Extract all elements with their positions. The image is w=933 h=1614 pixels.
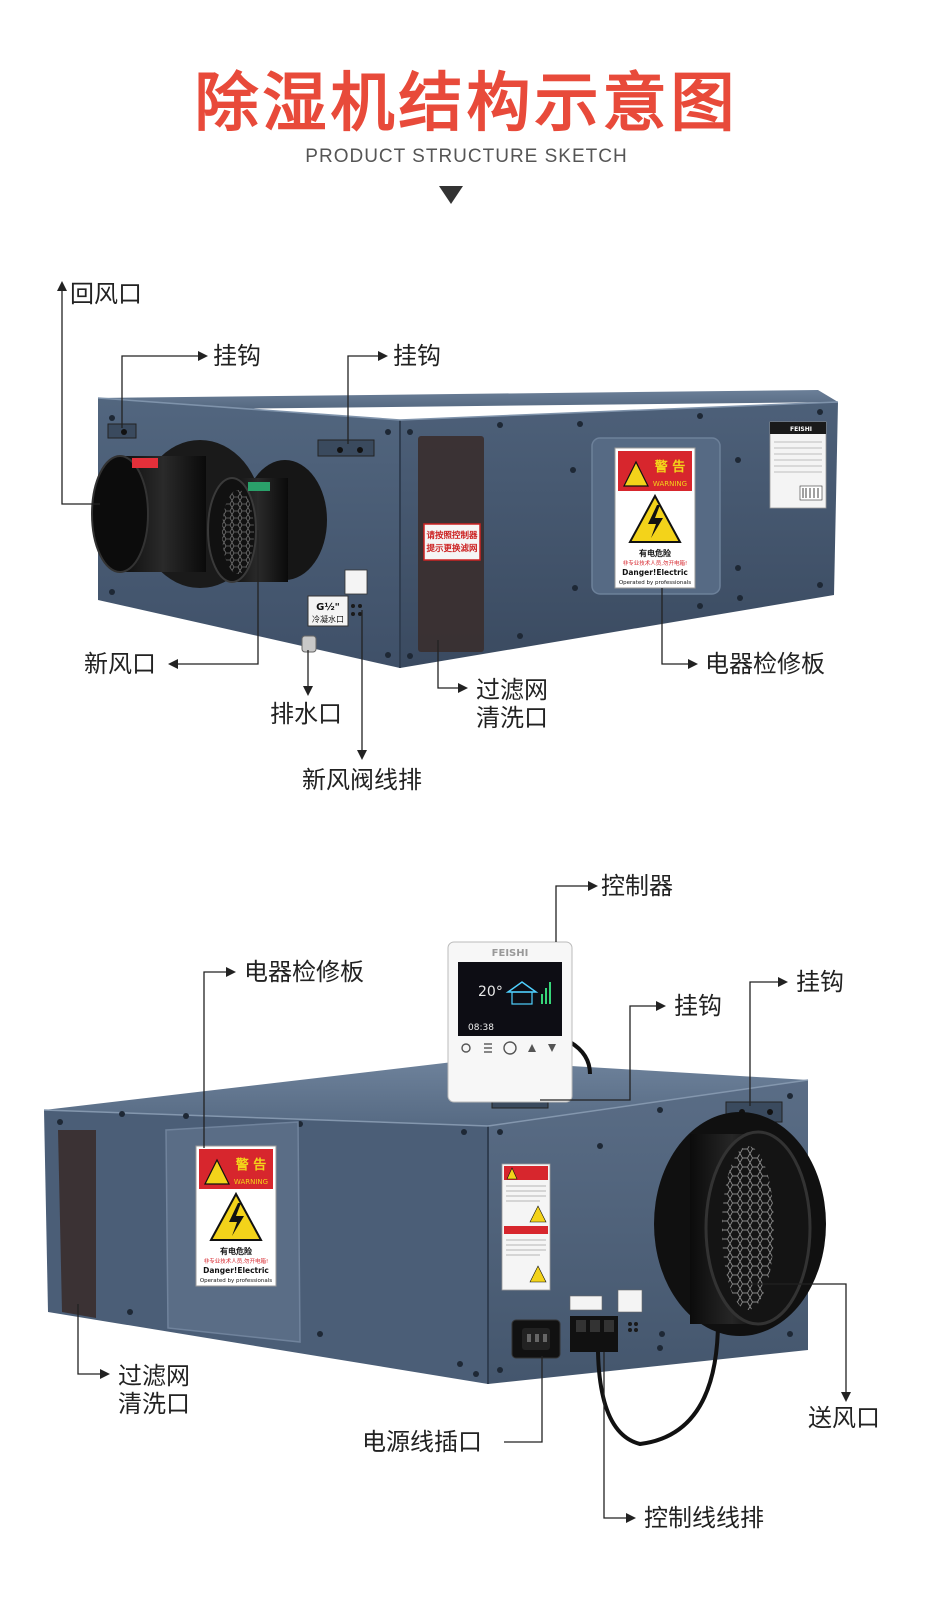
svg-text:Danger!Electric: Danger!Electric: [622, 568, 688, 577]
label-supply-air: 送风口: [808, 1404, 880, 1432]
svg-text:FEISHI: FEISHI: [492, 948, 529, 959]
svg-text:08:38: 08:38: [468, 1023, 494, 1033]
page-title: 除湿机结构示意图: [194, 67, 739, 141]
diagram-2-unit: 警 告 WARNING 有电危险 非专业技术人员,勿开电箱! Danger!El…: [43, 881, 851, 1523]
label-hook-right: 挂钩: [393, 342, 441, 370]
diagram-1-unit: G½" 冷凝水口 请按照控制器 提示更换滤网 警 告 WARNING 有电危险 …: [57, 281, 839, 760]
label-controller: 控制器: [601, 872, 673, 900]
label-hook-right-2: 挂钩: [796, 968, 844, 996]
supply-air-duct: [654, 1112, 826, 1336]
svg-text:WARNING: WARNING: [234, 1178, 268, 1186]
hook-right: [317, 439, 375, 457]
svg-text:冷凝水口: 冷凝水口: [312, 614, 344, 624]
fresh-air-duct: [207, 460, 327, 583]
svg-text:有电危险: 有电危险: [639, 548, 672, 558]
svg-text:20°: 20°: [478, 984, 503, 1000]
unit2-top-face: [44, 1060, 808, 1126]
warning-sticker-2: 警 告 WARNING 有电危险 非专业技术人员,勿开电箱! Danger!El…: [195, 1145, 277, 1287]
label-fresh-air: 新风口: [84, 650, 156, 678]
page-subtitle: PRODUCT STRUCTURE SKETCH: [305, 146, 628, 167]
label-valve-wiring: 新风阀线排: [302, 766, 422, 794]
svg-text:非专业技术人员,勿开电箱!: 非专业技术人员,勿开电箱!: [204, 1257, 268, 1265]
label-hook-mid-2: 挂钩: [674, 992, 722, 1020]
svg-text:Danger!Electric: Danger!Electric: [203, 1266, 269, 1275]
down-arrow-icon: [439, 186, 463, 204]
svg-text:Operated by professionals: Operated by professionals: [200, 1278, 272, 1284]
svg-text:有电危险: 有电危险: [220, 1246, 253, 1256]
label-hook-left: 挂钩: [213, 342, 261, 370]
drain-outlet: [301, 635, 317, 653]
svg-text:警 告: 警 告: [655, 459, 686, 475]
label-electrical-panel: 电器检修板: [705, 650, 825, 678]
small-warning-label: [501, 1163, 551, 1291]
controller-panel: FEISHI 20° 08:38: [447, 941, 573, 1103]
label-filter-line2: 清洗口: [476, 704, 548, 732]
power-socket: [511, 1319, 561, 1359]
label-filter-line2-2: 清洗口: [118, 1390, 190, 1418]
svg-text:警 告: 警 告: [236, 1157, 267, 1173]
unit-top-face: [98, 390, 838, 410]
label-electrical-panel-2: 电器检修板: [244, 958, 364, 986]
label-power-socket: 电源线插口: [362, 1428, 482, 1456]
svg-text:Operated by professionals: Operated by professionals: [619, 580, 691, 586]
svg-text:FEISHI: FEISHI: [790, 426, 812, 433]
svg-text:G½": G½": [316, 602, 340, 613]
svg-text:WARNING: WARNING: [653, 480, 687, 488]
nameplate: FEISHI: [769, 421, 827, 509]
label-return-air: 回风口: [70, 280, 142, 308]
svg-text:提示更换滤网: 提示更换滤网: [426, 543, 477, 554]
filter-panel-2: [58, 1130, 96, 1318]
svg-text:请按照控制器: 请按照控制器: [426, 530, 478, 541]
terminal-block: [569, 1289, 643, 1352]
drain-tag: [307, 595, 349, 627]
label-drain: 排水口: [270, 700, 342, 728]
label-control-wiring: 控制线线排: [644, 1504, 764, 1532]
label-filter-line1-2: 过滤网: [118, 1362, 190, 1390]
warning-sticker: 警 告 WARNING 有电危险 非专业技术人员,勿开电箱! Danger!El…: [614, 447, 696, 589]
svg-text:非专业技术人员,勿开电箱!: 非专业技术人员,勿开电箱!: [623, 559, 687, 567]
label-filter-line1: 过滤网: [476, 676, 548, 704]
